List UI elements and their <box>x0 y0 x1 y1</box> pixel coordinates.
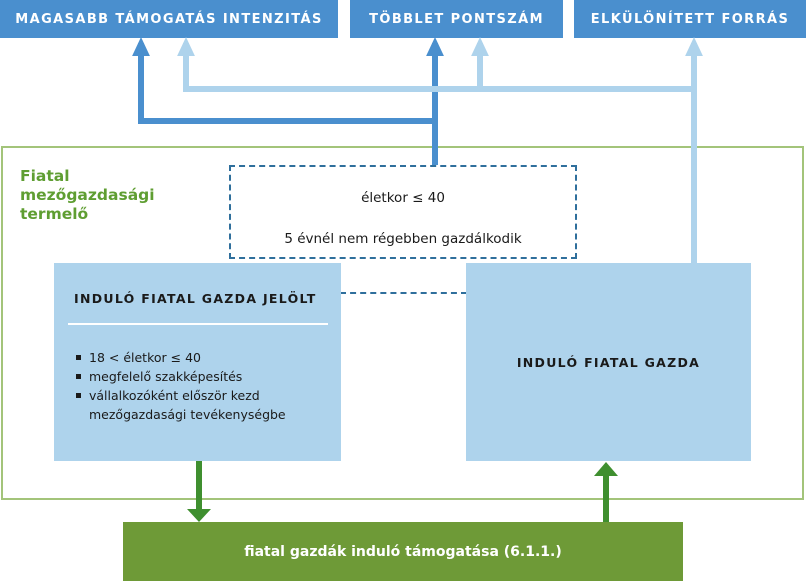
start-up-aid-box: fiatal gazdák induló támogatása (6.1.1.) <box>123 522 683 581</box>
criteria-item: 18 < életkor ≤ 40 <box>76 348 329 367</box>
candidate-divider <box>68 323 328 325</box>
criteria-item: vállalkozóként először kezd mezőgazdaság… <box>76 386 329 424</box>
green-arrow-down-head <box>187 509 211 522</box>
conditions-box <box>229 165 577 259</box>
extra-points-box: TÖBBLET PONTSZÁM <box>350 0 563 38</box>
young-farmer-frame <box>1 146 804 500</box>
light-arrow-to-intensity <box>177 37 480 92</box>
separate-source-label: ELKÜLÖNÍTETT FORRÁS <box>590 11 790 27</box>
candidate-title: INDULÓ FIATAL GAZDA JELÖLT <box>74 291 317 306</box>
separate-source-box: ELKÜLÖNÍTETT FORRÁS <box>574 0 806 38</box>
extra-points-label: TÖBBLET PONTSZÁM <box>369 11 544 27</box>
green-arrow-up-head <box>594 462 618 476</box>
young-farmer-panel: INDULÓ FIATAL GAZDA <box>466 263 751 461</box>
dashed-connector <box>340 292 467 294</box>
higher-aid-intensity-box: MAGASABB TÁMOGATÁS INTENZITÁS <box>0 0 338 38</box>
criteria-item: megfelelő szakképesítés <box>76 367 329 386</box>
candidate-panel: INDULÓ FIATAL GAZDA JELÖLT 18 < életkor … <box>54 263 341 461</box>
higher-aid-intensity-label: MAGASABB TÁMOGATÁS INTENZITÁS <box>15 11 323 27</box>
young-farmer-label: Fiatal mezőgazdasági termelő <box>20 167 155 223</box>
light-arrow-to-extra-points <box>471 37 694 92</box>
condition-age: életkor ≤ 40 <box>361 190 445 206</box>
start-up-aid-label: fiatal gazdák induló támogatása (6.1.1.) <box>244 543 562 560</box>
young-farmer-title: INDULÓ FIATAL GAZDA <box>516 354 701 370</box>
candidate-criteria-list: 18 < életkor ≤ 40 megfelelő szakképesíté… <box>76 348 329 424</box>
dark-arrow-to-intensity <box>132 37 435 124</box>
condition-farming: 5 évnél nem régebben gazdálkodik <box>284 231 522 247</box>
